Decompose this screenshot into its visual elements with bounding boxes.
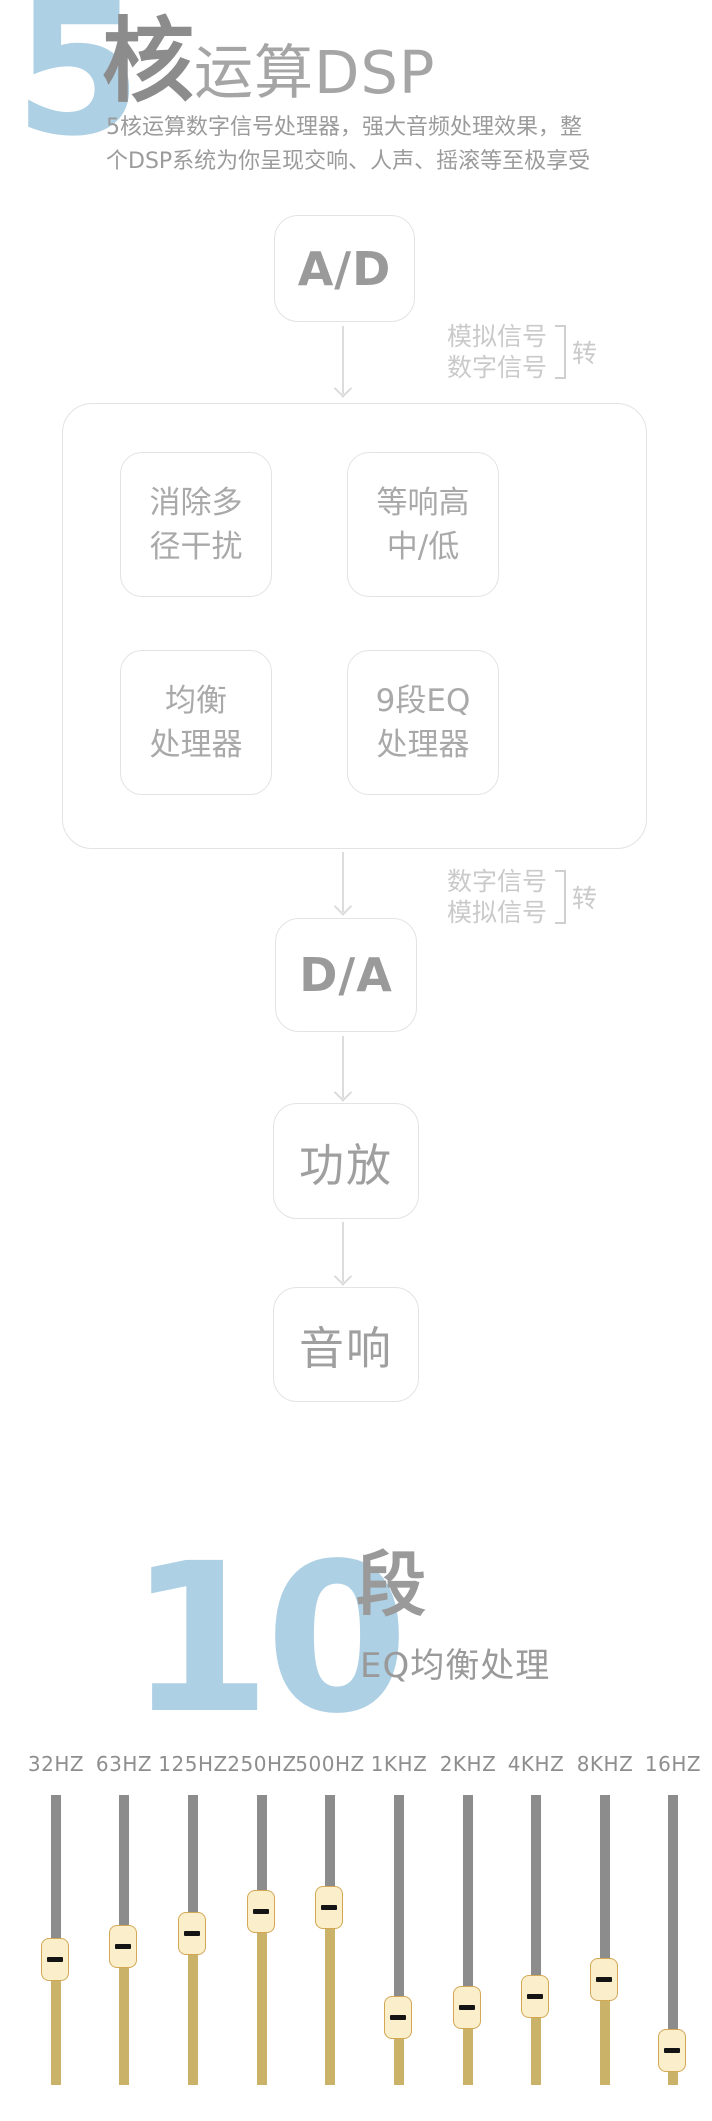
- eq-slider-handle-4khz[interactable]: [521, 1975, 549, 2018]
- equalize-line1: 均衡: [165, 682, 227, 719]
- handle-dash-icon: [596, 1977, 612, 1982]
- eq-track-lower-segment: [257, 1912, 267, 2085]
- eq-subtitle: EQ均衡处理: [360, 1646, 551, 1686]
- signal-label-group-bottom: 数字信号 模拟信号 转: [447, 866, 597, 928]
- dsp-title-light: 运算DSP: [194, 38, 436, 107]
- eq-track-upper-segment: [257, 1795, 267, 1912]
- eq-slider-track-2khz[interactable]: [453, 1795, 481, 2085]
- handle-dash-icon: [253, 1909, 269, 1914]
- eq-track-lower-segment: [51, 1960, 61, 2085]
- eq-slider-handle-32hz[interactable]: [41, 1938, 69, 1981]
- eq-track-lower-segment: [325, 1908, 335, 2085]
- handle-dash-icon: [459, 2005, 475, 2010]
- dsp-title-bold: 核: [102, 8, 195, 115]
- loudness-line1: 等响高: [376, 484, 470, 521]
- eq-track-upper-segment: [51, 1795, 61, 1960]
- eq-band-label-8khz: 8KHZ: [576, 1752, 634, 1776]
- eq-slider-handle-500hz[interactable]: [315, 1886, 343, 1929]
- 9band-line1: 9段EQ: [375, 682, 471, 719]
- eq-track-lower-segment: [463, 2008, 473, 2085]
- handle-dash-icon: [47, 1957, 63, 1962]
- flow-node-loudness: 等响高中/低: [347, 452, 499, 597]
- 9band-line2: 处理器: [376, 726, 470, 763]
- eq-track-upper-segment: [600, 1795, 610, 1980]
- signal-top-line1: 模拟信号: [447, 322, 548, 351]
- handle-dash-icon: [184, 1931, 200, 1936]
- eq-slider-track-250hz[interactable]: [247, 1795, 275, 2085]
- eq-slider-track-16hz[interactable]: [658, 1795, 686, 2085]
- big-number-10: 10: [128, 1519, 409, 1759]
- eq-track-upper-segment: [463, 1795, 473, 2008]
- dsp-description: 5核运算数字信号处理器，强大音频处理效果，整 个DSP系统为你呈现交响、人声、摇…: [106, 111, 590, 179]
- eq-band-label-16hz: 16HZ: [644, 1752, 702, 1776]
- flow-arrow-down-3: [342, 1036, 344, 1098]
- signal-bottom-line1: 数字信号: [447, 867, 548, 896]
- eq-band-label-2khz: 2KHZ: [439, 1752, 497, 1776]
- eq-track-upper-segment: [668, 1795, 678, 2051]
- eq-slider-handle-2khz[interactable]: [453, 1986, 481, 2029]
- eq-track-upper-segment: [531, 1795, 541, 1997]
- big-number-5: 5: [14, 0, 142, 177]
- eq-band-label-500hz: 500HZ: [295, 1752, 365, 1776]
- eq-slider-track-63hz[interactable]: [109, 1795, 137, 2085]
- eq-slider-track-125hz[interactable]: [178, 1795, 206, 2085]
- eq-slider-track-4khz[interactable]: [521, 1795, 549, 2085]
- handle-dash-icon: [390, 2015, 406, 2020]
- eq-slider-track-500hz[interactable]: [315, 1795, 343, 2085]
- eq-track-lower-segment: [531, 1997, 541, 2085]
- eq-track-lower-segment: [394, 2018, 404, 2085]
- eq-track-upper-segment: [188, 1795, 198, 1934]
- eq-slider-handle-1khz[interactable]: [384, 1996, 412, 2039]
- eq-slider-track-8khz[interactable]: [590, 1795, 618, 2085]
- eq-slider-track-32hz[interactable]: [41, 1795, 69, 2085]
- eq-band-label-63hz: 63HZ: [95, 1752, 153, 1776]
- handle-dash-icon: [527, 1994, 543, 1999]
- handle-dash-icon: [321, 1905, 337, 1910]
- multipath-line1: 消除多: [149, 484, 243, 521]
- eq-slider-handle-63hz[interactable]: [109, 1925, 137, 1968]
- eq-track-upper-segment: [119, 1795, 129, 1947]
- signal-top-line2: 数字信号: [447, 353, 548, 382]
- eq-band-label-32hz: 32HZ: [27, 1752, 85, 1776]
- eq-slider-handle-125hz[interactable]: [178, 1912, 206, 1955]
- eq-band-label-1khz: 1KHZ: [370, 1752, 428, 1776]
- flow-node-equalize: 均衡处理器: [120, 650, 272, 795]
- eq-track-upper-segment: [394, 1795, 404, 2018]
- eq-slider-handle-16hz[interactable]: [658, 2029, 686, 2072]
- flow-node-amplifier: 功放: [273, 1103, 419, 1219]
- eq-track-lower-segment: [600, 1980, 610, 2085]
- eq-track-lower-segment: [188, 1934, 198, 2085]
- dsp-description-line2: 个DSP系统为你呈现交响、人声、摇滚等至极享受: [106, 149, 591, 175]
- eq-track-upper-segment: [325, 1795, 335, 1908]
- eq-slider-track-1khz[interactable]: [384, 1795, 412, 2085]
- flow-arrow-down-1: [342, 326, 344, 394]
- flow-node-da: D/A: [275, 918, 417, 1032]
- flow-node-9band-eq: 9段EQ 处理器: [347, 650, 499, 795]
- flow-node-speaker: 音响: [273, 1287, 419, 1402]
- eq-slider-handle-8khz[interactable]: [590, 1958, 618, 2001]
- signal-label-group-top: 模拟信号 数字信号 转: [447, 321, 597, 383]
- dsp-description-line1: 5核运算数字信号处理器，强大音频处理效果，整: [106, 115, 582, 140]
- eq-band-label-4khz: 4KHZ: [507, 1752, 565, 1776]
- flow-arrow-down-2: [342, 852, 344, 912]
- loudness-line2: 中/低: [386, 528, 460, 565]
- flow-node-multipath: 消除多径干扰: [120, 452, 272, 597]
- eq-slider-handle-250hz[interactable]: [247, 1890, 275, 1933]
- handle-dash-icon: [115, 1944, 131, 1949]
- signal-bottom-line2: 模拟信号: [447, 898, 548, 927]
- dsp-section-title: 核运算DSP: [102, 16, 435, 108]
- bracket-shape: [555, 325, 567, 379]
- multipath-line2: 径干扰: [149, 528, 243, 565]
- eq-title-bold: 段: [356, 1544, 426, 1626]
- flow-arrow-down-4: [342, 1222, 344, 1282]
- bracket-shape: [555, 870, 567, 924]
- eq-track-lower-segment: [119, 1947, 129, 2085]
- eq-band-label-125hz: 125HZ: [158, 1752, 228, 1776]
- equalize-line2: 处理器: [149, 726, 243, 763]
- eq-band-label-250hz: 250HZ: [227, 1752, 297, 1776]
- handle-dash-icon: [664, 2048, 680, 2053]
- signal-bottom-suffix: 转: [572, 884, 598, 913]
- signal-top-suffix: 转: [572, 339, 598, 368]
- flow-node-ad: A/D: [274, 215, 415, 322]
